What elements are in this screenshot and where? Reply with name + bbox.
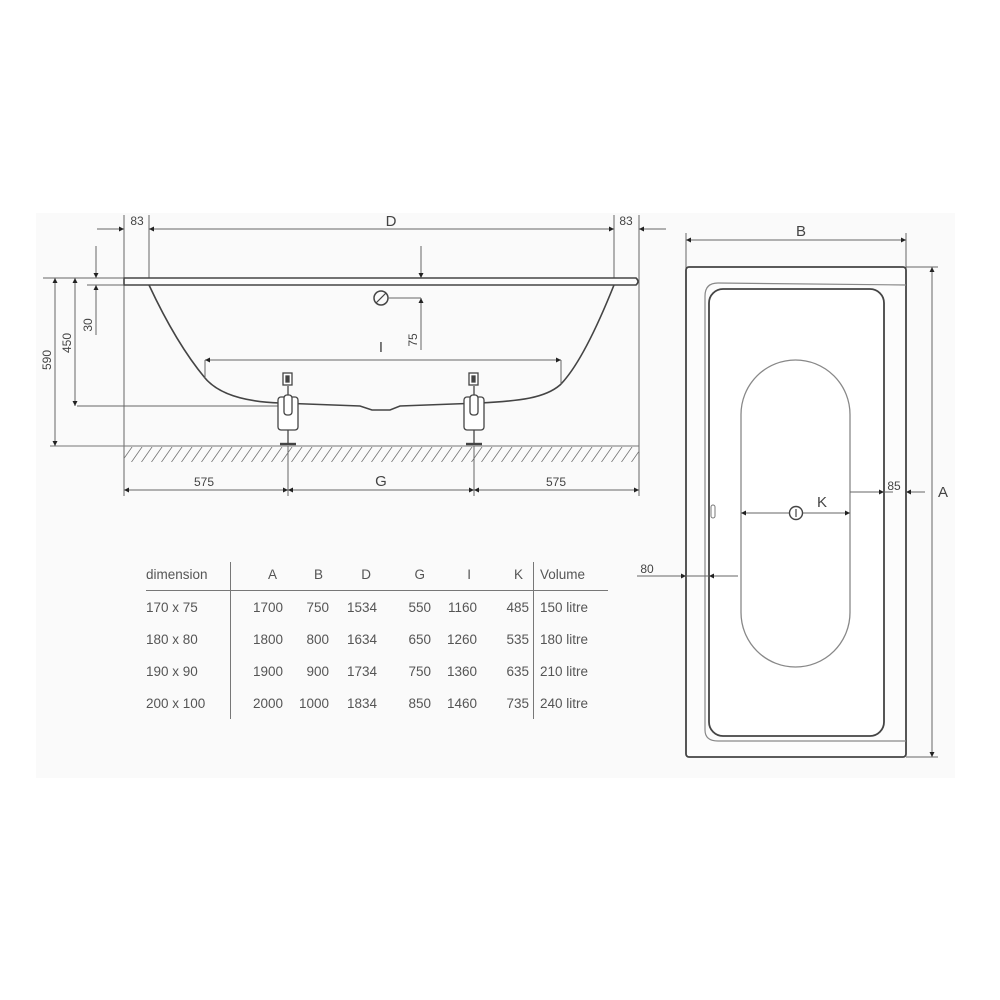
- table-row: 180 x 80 1800 800 1634 650 1260 535 180 …: [146, 623, 608, 655]
- label-b: B: [796, 223, 806, 240]
- cell-i: 1160: [447, 599, 477, 615]
- cell-g: 650: [408, 631, 431, 647]
- label-g: G: [375, 473, 387, 490]
- cell-a: 2000: [252, 695, 283, 711]
- cell-volume: 240 litre: [533, 687, 608, 719]
- foot-right: [463, 372, 485, 446]
- label-a: A: [938, 484, 948, 501]
- cell-dimension: 200 x 100: [146, 687, 231, 719]
- label-k: K: [817, 494, 827, 511]
- label-rim-left: 83: [130, 214, 144, 228]
- label-590: 590: [40, 350, 54, 370]
- label-450: 450: [60, 333, 74, 353]
- cell-i: 1260: [446, 631, 477, 647]
- cell-dimension: 180 x 80: [146, 623, 231, 655]
- tub-body: [148, 284, 615, 411]
- dimension-spec-table: dimension A B D G I K Volume 170 x 75 17…: [146, 562, 608, 719]
- cell-i: 1360: [446, 663, 477, 679]
- label-rim-right: 83: [619, 214, 633, 228]
- floor-hatch: [124, 447, 639, 462]
- label-575-left: 575: [194, 475, 214, 489]
- cell-a: 1900: [252, 663, 283, 679]
- label-85: 85: [887, 479, 901, 493]
- cell-g: 850: [408, 695, 431, 711]
- tub-rim: [123, 277, 639, 286]
- cell-k: 485: [506, 599, 529, 615]
- cell-volume: 180 litre: [533, 623, 608, 655]
- header-dimension: dimension: [146, 562, 231, 591]
- cell-i: 1460: [446, 695, 477, 711]
- label-575-right: 575: [546, 475, 566, 489]
- side-view: [43, 215, 666, 496]
- label-i: I: [379, 339, 383, 356]
- table-row: 200 x 100 2000 1000 1834 850 1460 735 24…: [146, 687, 608, 719]
- cell-b: 900: [306, 663, 329, 679]
- cell-k: 635: [506, 663, 529, 679]
- table-header-row: dimension A B D G I K Volume: [146, 562, 608, 591]
- cell-d: 1534: [346, 599, 377, 615]
- cell-b: 800: [306, 631, 329, 647]
- header-a: A: [230, 562, 287, 591]
- cell-volume: 210 litre: [533, 655, 608, 687]
- cell-d: 1834: [346, 695, 377, 711]
- header-d: D: [333, 562, 381, 591]
- header-volume: Volume: [533, 562, 608, 591]
- header-b: B: [287, 562, 333, 591]
- top-view: [637, 233, 938, 758]
- header-i: I: [435, 562, 481, 591]
- cell-a: 1800: [252, 631, 283, 647]
- label-30: 30: [81, 318, 95, 332]
- cell-g: 750: [408, 663, 431, 679]
- cell-g: 550: [408, 599, 431, 615]
- cell-dimension: 170 x 75: [146, 590, 231, 623]
- cell-volume: 150 litre: [533, 590, 608, 623]
- cell-d: 1634: [346, 631, 377, 647]
- header-k: K: [481, 562, 534, 591]
- label-75: 75: [406, 333, 420, 347]
- label-80: 80: [640, 562, 654, 576]
- header-g: G: [381, 562, 435, 591]
- cell-dimension: 190 x 90: [146, 655, 231, 687]
- cell-a: 1700: [252, 599, 283, 615]
- foot-left: [277, 372, 299, 446]
- cell-k: 535: [506, 631, 529, 647]
- table-row: 170 x 75 1700 750 1534 550 1160 485 150 …: [146, 590, 608, 623]
- table-row: 190 x 90 1900 900 1734 750 1360 635 210 …: [146, 655, 608, 687]
- cell-k: 735: [506, 695, 529, 711]
- label-d: D: [386, 213, 397, 230]
- cell-d: 1734: [346, 663, 377, 679]
- cell-b: 1000: [298, 695, 329, 711]
- cell-b: 750: [306, 599, 329, 615]
